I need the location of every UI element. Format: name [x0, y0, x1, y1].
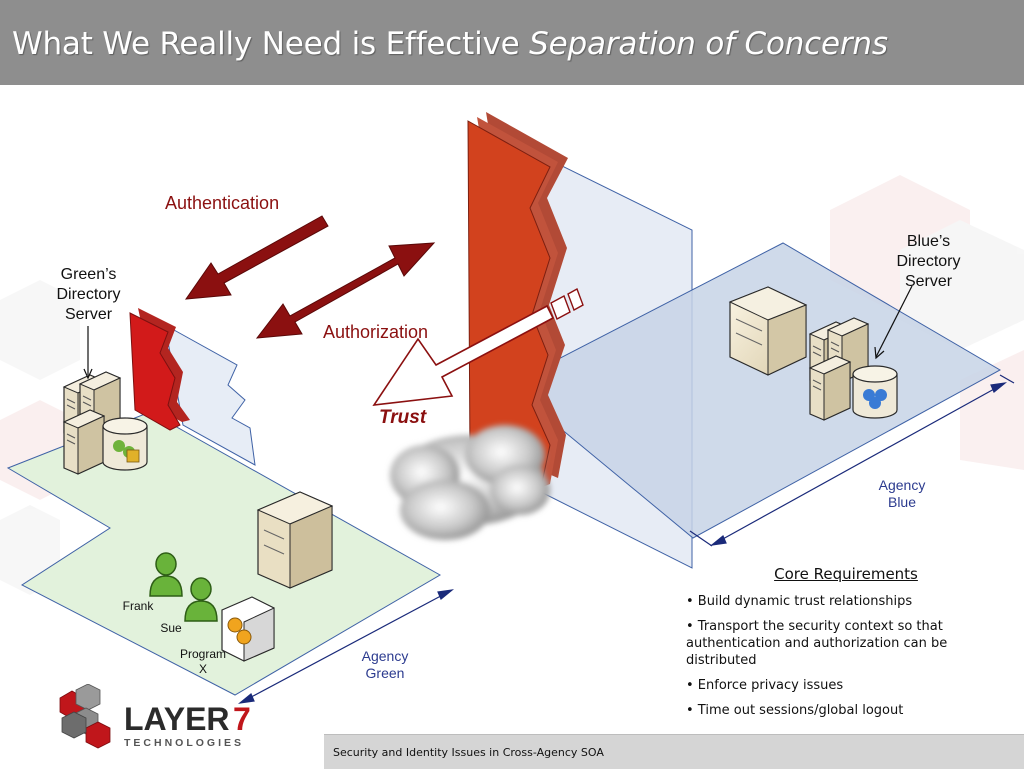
core-requirements-list: • Build dynamic trust relationships • Tr…	[686, 593, 1006, 719]
green-firewall	[129, 308, 190, 431]
green-large-server-icon	[256, 491, 334, 589]
footer-bar: Security and Identity Issues in Cross-Ag…	[324, 734, 1024, 769]
green-directory-server-icon	[63, 371, 148, 475]
svg-text:LAYER: LAYER	[124, 701, 230, 737]
slide-title: What We Really Need is Effective Separat…	[12, 26, 888, 62]
title-bar: What We Really Need is Effective Separat…	[0, 0, 1024, 85]
agency-blue-dimension	[689, 374, 1015, 547]
trust-label: Trust	[379, 407, 427, 428]
agency-blue-floor	[507, 242, 1002, 539]
agency-green-wall	[164, 324, 256, 466]
agency-green-label: Agency Green	[361, 648, 409, 681]
slide-title-main: What We Really Need is Effective	[12, 26, 530, 62]
blue-directory-server-icon	[728, 286, 898, 421]
background-watermark	[0, 175, 1024, 595]
blue-server-label: Blue’s Directory Server	[896, 233, 961, 290]
blue-server-pointer	[875, 285, 913, 358]
requirement-item: • Transport the security context so that…	[686, 619, 948, 668]
authentication-arrow[interactable]	[184, 215, 329, 300]
authorization-label: Authorization	[323, 322, 429, 342]
main-firewall	[467, 112, 568, 493]
core-requirements: Core Requirements • Build dynamic trust …	[686, 565, 1006, 727]
core-requirements-title: Core Requirements	[774, 565, 918, 583]
green-server-label: Green’s Directory Server	[56, 266, 121, 323]
agency-blue-label: Agency Blue	[878, 477, 926, 510]
program-x-label: Program X	[179, 647, 226, 676]
footer-text: Security and Identity Issues in Cross-Ag…	[333, 746, 604, 759]
authorization-arrow[interactable]	[255, 242, 436, 339]
slide-title-emphasis: Separation of Concerns	[529, 26, 888, 62]
authentication-label: Authentication	[165, 193, 280, 213]
svg-text:TECHNOLOGIES: TECHNOLOGIES	[124, 737, 244, 749]
sue-label: Sue	[160, 621, 182, 635]
requirement-item: • Build dynamic trust relationships	[686, 594, 913, 609]
agency-green-dimension	[237, 589, 455, 704]
cloud-icon	[390, 425, 550, 540]
layer7-logo: LAYER 7 TECHNOLOGIES	[59, 684, 251, 749]
requirement-item: • Time out sessions/global logout	[686, 703, 904, 718]
diagram-canvas	[0, 112, 1024, 704]
layer7-logo-mark	[59, 684, 111, 749]
trust-arrow[interactable]	[372, 287, 584, 406]
svg-text:7: 7	[233, 701, 251, 737]
program-x-icon	[221, 596, 275, 662]
frank-label: Frank	[122, 599, 154, 613]
requirement-item: • Enforce privacy issues	[686, 678, 844, 693]
